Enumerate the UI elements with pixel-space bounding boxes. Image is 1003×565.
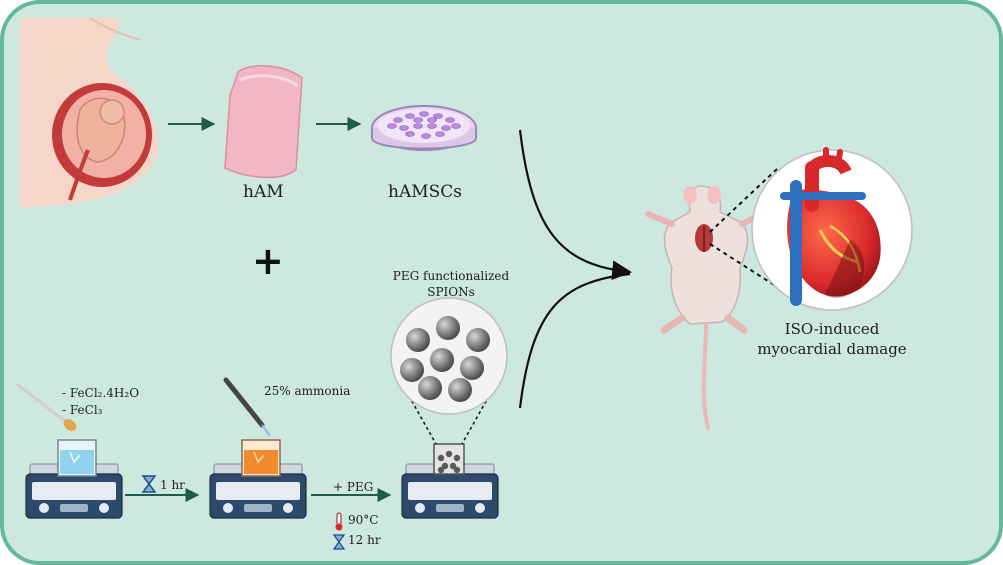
magnetic-stirrer-icon bbox=[401, 463, 499, 519]
heart-icon bbox=[751, 147, 913, 311]
pipette-icon bbox=[223, 377, 271, 437]
beaker-spions bbox=[433, 443, 465, 475]
petri-dish-icon bbox=[371, 105, 477, 151]
label-reagent-fecl2: - FeCl₂.4H₂O bbox=[62, 386, 140, 400]
beaker-iron-salts bbox=[57, 439, 97, 477]
rat-icon bbox=[645, 185, 765, 430]
label-hamscs: hAMSCs bbox=[388, 182, 463, 202]
plus-sign: + bbox=[252, 239, 284, 283]
label-ham: hAM bbox=[243, 182, 284, 202]
thermometer-icon bbox=[335, 512, 343, 531]
pregnant-woman-icon bbox=[20, 17, 159, 208]
label-temperature: 90°C bbox=[348, 513, 379, 527]
spions-zoom bbox=[390, 297, 508, 445]
label-1hr: 1 hr bbox=[160, 478, 185, 492]
hourglass-icon bbox=[332, 534, 346, 550]
label-reagent-fecl3: - FeCl₃ bbox=[62, 403, 103, 417]
hourglass-icon bbox=[141, 475, 157, 493]
beaker-ammonia bbox=[241, 439, 281, 477]
converge-arrow-top bbox=[518, 129, 632, 281]
stem-cells bbox=[387, 111, 461, 139]
zoom-line-bottom bbox=[709, 243, 783, 291]
label-ammonia: 25% ammonia bbox=[264, 384, 351, 398]
spatula-icon bbox=[16, 383, 77, 431]
label-iso-induced: ISO-induced bbox=[784, 320, 880, 338]
label-peg-functionalized: PEG functionalized bbox=[392, 269, 510, 283]
label-myocardial-damage: myocardial damage bbox=[757, 340, 907, 358]
amniotic-membrane-icon bbox=[224, 65, 303, 179]
nanoparticles bbox=[400, 316, 490, 402]
label-12hr: 12 hr bbox=[348, 533, 381, 547]
label-add-peg: + PEG bbox=[333, 480, 374, 494]
label-spions: SPIONs bbox=[427, 285, 475, 299]
converge-arrow-bottom bbox=[518, 272, 631, 409]
